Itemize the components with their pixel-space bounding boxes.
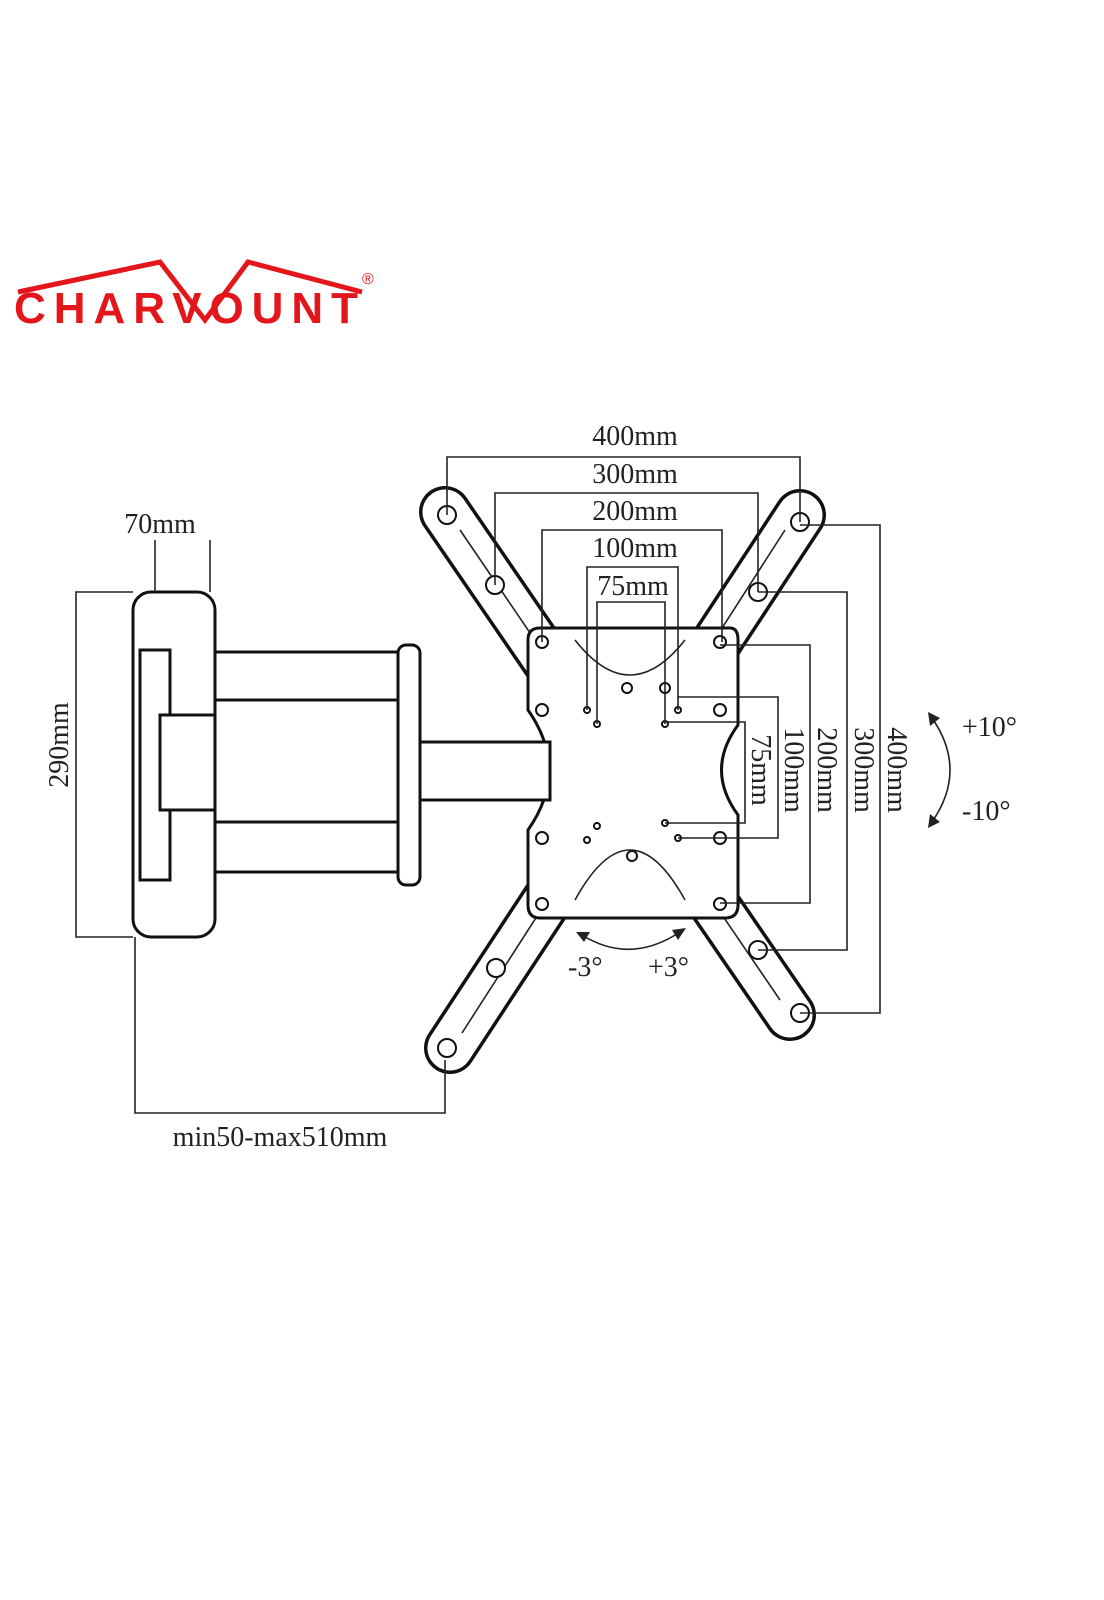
dim-h-200: 200mm	[592, 496, 678, 527]
dim-wall-height: 290mm	[44, 702, 75, 788]
swivel-right-label: +3°	[648, 952, 689, 983]
tilt-arrow-icon	[928, 712, 951, 828]
dim-v-100: 100mm	[778, 727, 809, 813]
dim-h-100: 100mm	[592, 533, 678, 564]
wall-arm	[131, 590, 552, 939]
swivel-arrow-icon	[576, 928, 686, 951]
brand-name: CHARVOUNT	[14, 284, 359, 333]
dim-v-200: 200mm	[811, 727, 842, 813]
vertical-dimension-lines	[665, 524, 881, 1014]
brand-logo: CHARVOUNT ®	[14, 259, 374, 333]
horizontal-dimension-lines	[446, 456, 801, 724]
registered-mark: ®	[362, 271, 374, 288]
dim-v-400: 400mm	[881, 727, 912, 813]
vesa-plate	[419, 486, 826, 1074]
dim-h-400: 400mm	[592, 421, 678, 452]
tilt-down-label: -10°	[962, 796, 1011, 827]
dim-h-300: 300mm	[592, 459, 678, 490]
tilt-up-label: +10°	[962, 712, 1017, 743]
dim-h-75: 75mm	[597, 571, 669, 602]
swivel-left-label: -3°	[568, 952, 603, 983]
dim-v-75: 75mm	[745, 734, 776, 806]
dim-extension: min50-max510mm	[173, 1122, 388, 1153]
wall-plate-dimension-lines	[75, 540, 446, 1114]
dim-v-300: 300mm	[848, 727, 879, 813]
dim-wall-width: 70mm	[124, 509, 196, 540]
